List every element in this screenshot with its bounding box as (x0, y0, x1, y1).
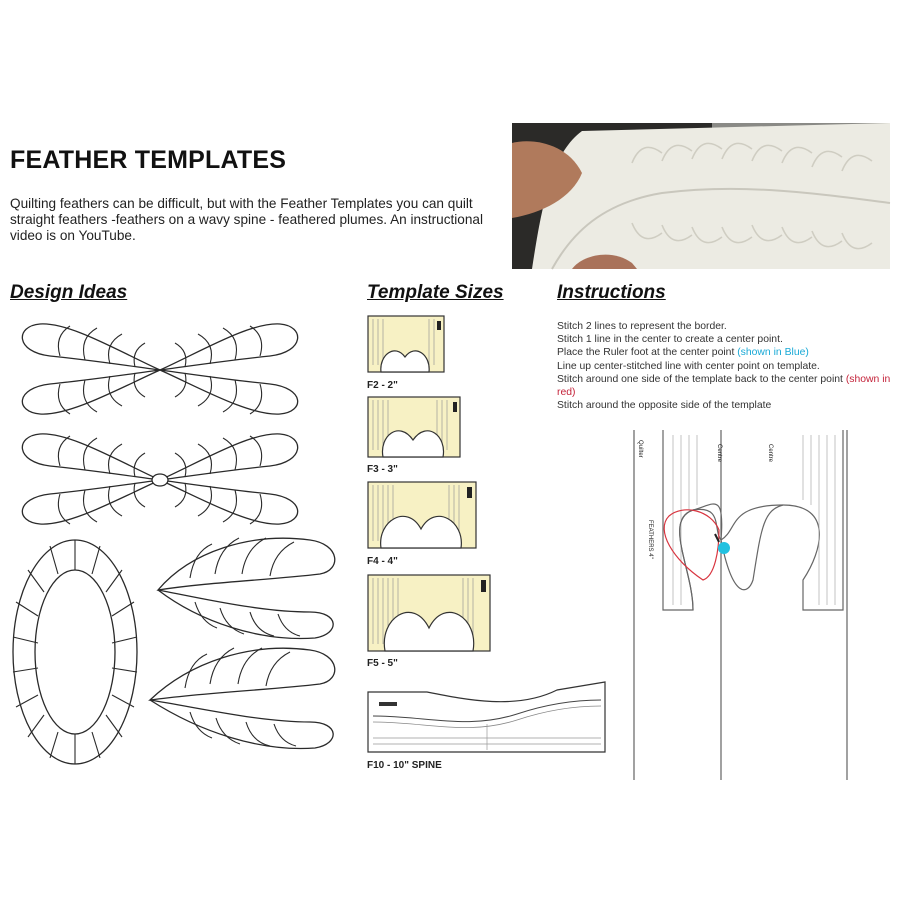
intro-paragraph: Quilting feathers can be difficult, but … (10, 196, 484, 243)
instruction-text: Place the Ruler foot at the center point (557, 347, 738, 359)
instructions-list: Stitch 2 lines to represent the border. … (557, 320, 897, 412)
brand-label: Quilter (637, 440, 643, 458)
template-f5-drawing (367, 574, 491, 652)
feather-butterfly-1 (21, 323, 299, 415)
template-f10-spine-drawing (367, 681, 606, 753)
instruction-line: Stitch around one side of the template b… (557, 373, 897, 399)
design-ideas-heading: Design Ideas (10, 282, 128, 303)
quilting-photo (512, 123, 891, 270)
template-sizes-heading: Template Sizes (367, 282, 504, 303)
feather-butterfly-2 (21, 433, 299, 525)
design-ideas-drawing (12, 323, 336, 765)
template-size-label: F5 - 5" (367, 658, 398, 669)
feather-plume-1 (156, 537, 336, 640)
template-f3-drawing (367, 396, 461, 458)
template-size-label: F4 - 4" (367, 556, 398, 567)
instructions-heading: Instructions (557, 282, 666, 303)
instruction-line: Line up center-stitched line with center… (557, 360, 820, 372)
instruction-text: Stitch around one side of the template b… (557, 373, 846, 385)
template-f2-drawing (367, 315, 445, 373)
page-title: FEATHER TEMPLATES (10, 146, 287, 174)
red-note: (shown in red) (557, 373, 891, 399)
instruction-diagram: Quilter FEATHERS 4" Centre Centre (633, 430, 848, 780)
instruction-line: Place the Ruler foot at the center point… (557, 346, 897, 359)
instruction-line: Stitch 2 lines to represent the border. (557, 321, 727, 332)
center-label-left: Centre (716, 444, 722, 463)
template-f4-drawing (367, 481, 477, 549)
feather-oval-wreath (12, 539, 138, 765)
instruction-line: Stitch 1 line in the center to create a … (557, 334, 783, 346)
blue-note: (shown in Blue) (737, 347, 809, 359)
feather-plume-2 (148, 647, 336, 750)
product-label: FEATHERS 4" (647, 520, 653, 559)
instruction-line: Stitch around the opposite side of the t… (557, 400, 772, 412)
template-size-label: F10 - 10" SPINE (367, 760, 442, 771)
template-size-label: F2 - 2" (367, 380, 398, 391)
center-label-right: Centre (767, 444, 773, 463)
template-size-label: F3 - 3" (367, 464, 398, 475)
